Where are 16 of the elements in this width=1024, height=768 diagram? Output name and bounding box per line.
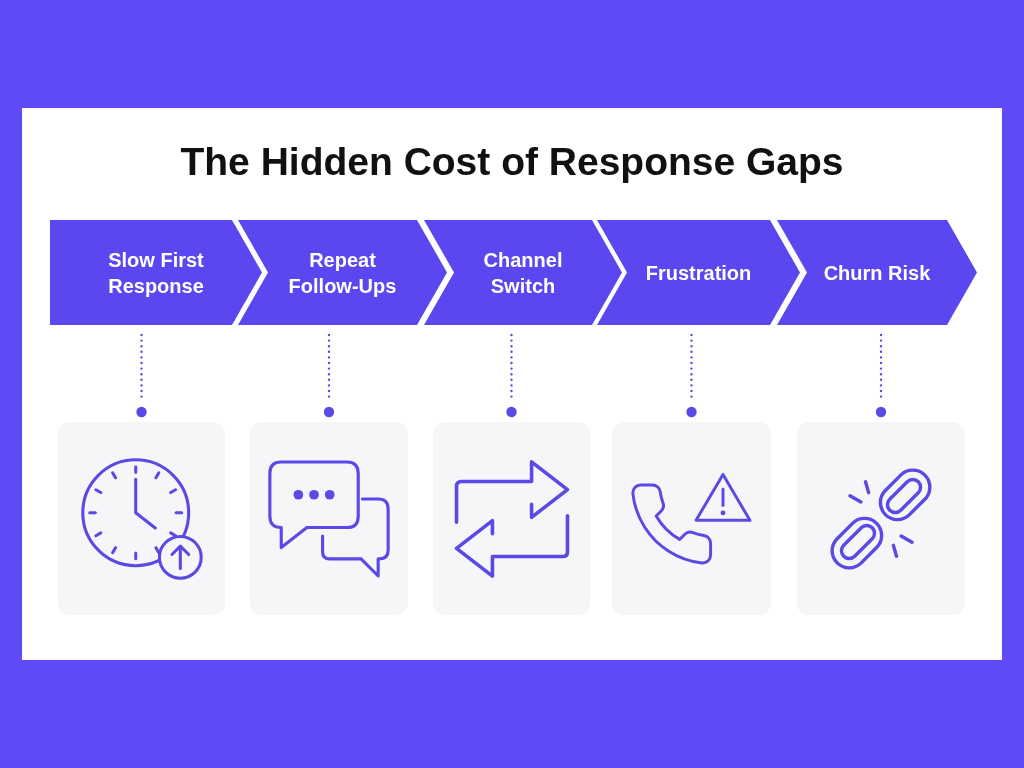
chevron-step [597,220,800,325]
icon-card [250,422,408,615]
icon-card [58,422,225,615]
chevron-step [50,220,262,325]
step-label: Frustration [645,260,752,286]
chevron-step [238,220,447,325]
chevron-step [424,220,622,325]
step-label: Repeat Follow-Ups [287,247,398,299]
title: The Hidden Cost of Response Gaps [180,140,844,185]
step-label: Churn Risk [823,260,931,286]
step-label: Channel Switch [482,247,564,299]
step-label: Slow First Response [107,247,205,299]
icon-card [433,422,590,615]
icon-card [797,422,965,615]
chevron-step [777,220,977,325]
icon-card [612,422,771,615]
